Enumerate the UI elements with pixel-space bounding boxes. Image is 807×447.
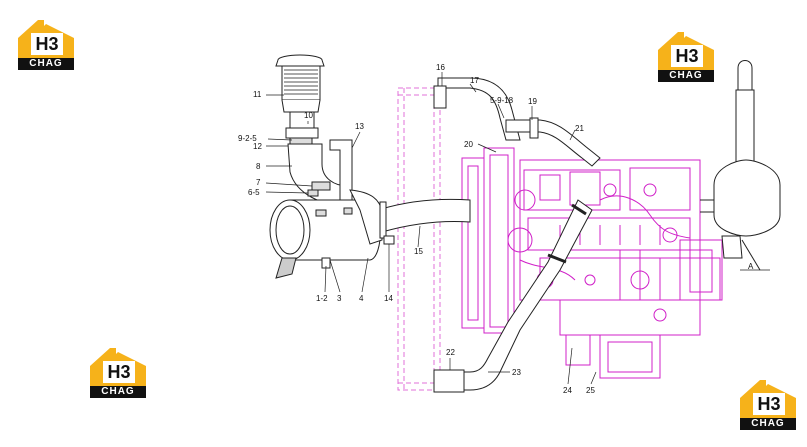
callout-7: 7: [256, 178, 261, 187]
callout-1-2: 1-2: [316, 294, 328, 303]
callout-16: 16: [436, 63, 445, 72]
air-filter-assembly: [269, 54, 395, 279]
brand-logo: H3 CHAG: [740, 380, 796, 432]
callout-A: A: [748, 262, 754, 271]
callout-25: 25: [586, 386, 595, 395]
callout-12: 12: [253, 142, 262, 151]
exhaust-muffler: [700, 60, 781, 271]
logo-mark: H3: [671, 45, 703, 67]
upper-hose: [433, 77, 601, 167]
intake-pipe: [377, 198, 471, 233]
lower-hose: [433, 199, 593, 393]
callout-22: 22: [446, 348, 455, 357]
brand-logo: H3 CHAG: [18, 20, 74, 72]
logo-word: CHAG: [90, 386, 146, 398]
brand-logo: H3 CHAG: [658, 32, 714, 84]
callout-3: 3: [337, 294, 342, 303]
callout-5-9-18: 5-9-18: [490, 96, 514, 105]
callout-24: 24: [563, 386, 572, 395]
logo-word: CHAG: [740, 418, 796, 430]
callout-4: 4: [359, 294, 364, 303]
logo-mark: H3: [31, 33, 63, 55]
callout-21: 21: [575, 124, 584, 133]
radiator: [397, 87, 441, 391]
logo-mark: H3: [103, 361, 135, 383]
callout-13: 13: [355, 122, 364, 131]
callout-8: 8: [256, 162, 261, 171]
callout-19: 19: [528, 97, 537, 106]
callout-17: 17: [470, 76, 479, 85]
callout-23: 23: [512, 368, 521, 377]
logo-word: CHAG: [18, 58, 74, 70]
callout-10: 10: [304, 111, 313, 120]
callout-6-5: 6-5: [248, 188, 260, 197]
brand-logo: H3 CHAG: [90, 348, 146, 400]
leader-lines: [265, 72, 770, 385]
logo-mark: H3: [753, 393, 785, 415]
callout-15: 15: [414, 247, 423, 256]
logo-word: CHAG: [658, 70, 714, 82]
callout-20: 20: [464, 140, 473, 149]
callout-14: 14: [384, 294, 393, 303]
callout-11: 11: [253, 90, 262, 99]
callout-9-2-5: 9-2-5: [238, 134, 257, 143]
